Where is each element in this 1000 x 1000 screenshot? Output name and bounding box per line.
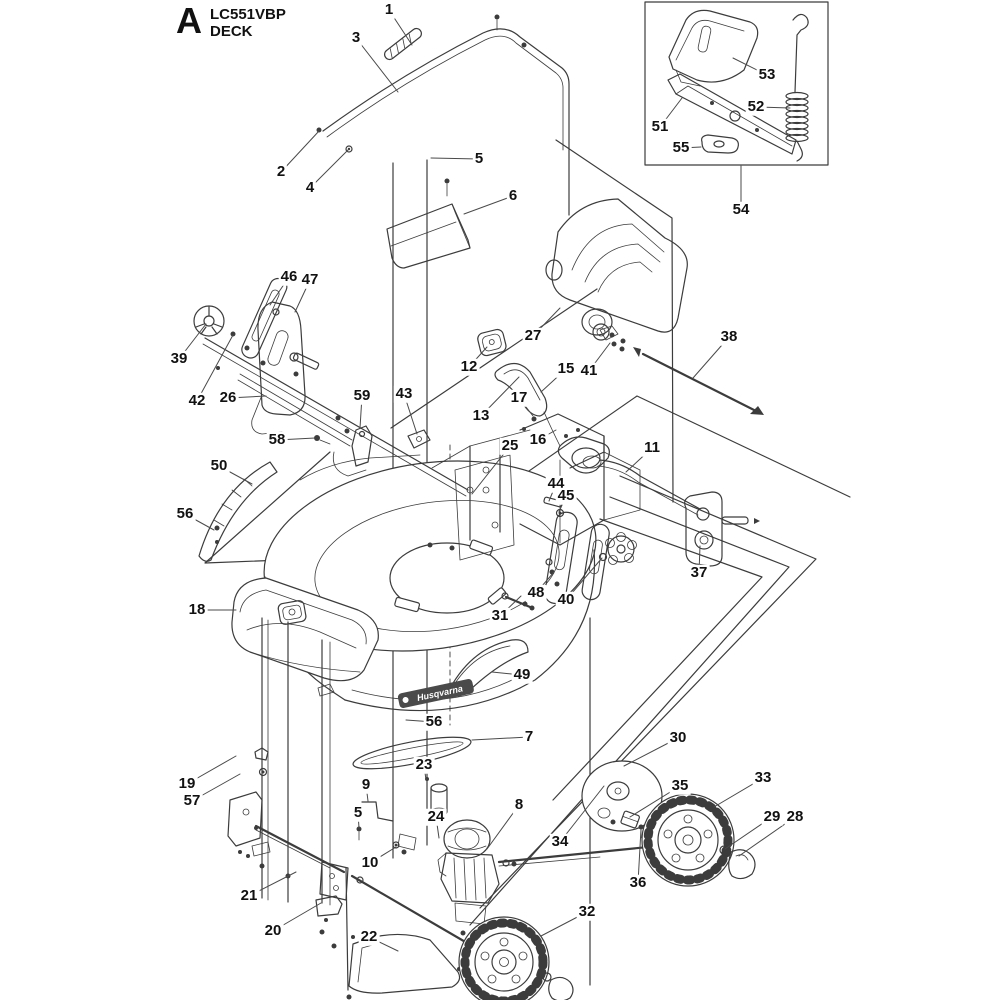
husqvarna-badge-icon xyxy=(277,600,307,625)
part-callout-5: 5 xyxy=(351,803,365,822)
blade xyxy=(667,73,797,155)
title-block: A LC551VBP DECK xyxy=(176,0,286,41)
part-callout-47: 47 xyxy=(299,270,321,289)
part-callout-51: 51 xyxy=(649,117,671,136)
leader-line-34 xyxy=(559,785,605,843)
lower-handle-tubes xyxy=(227,617,488,956)
part-callout-36: 36 xyxy=(627,873,649,892)
leader-line-42 xyxy=(196,334,234,402)
mulch-plug xyxy=(668,9,759,87)
upper-handle xyxy=(316,14,570,216)
part-callout-28: 28 xyxy=(784,807,806,826)
part-callout-15: 15 xyxy=(555,359,577,378)
leader-line-2 xyxy=(280,130,320,173)
gearbox xyxy=(437,819,660,950)
part-callout-25: 25 xyxy=(499,436,521,455)
part-callout-33: 33 xyxy=(752,768,774,787)
part-callout-29: 29 xyxy=(761,807,783,826)
model-number: LC551VBP xyxy=(210,6,286,23)
spring xyxy=(785,13,809,162)
part-callout-21: 21 xyxy=(238,886,260,905)
part-callout-58: 58 xyxy=(266,430,288,449)
part-callout-11: 11 xyxy=(642,438,662,457)
handle-brackets xyxy=(314,425,431,477)
handle-pin xyxy=(384,27,422,61)
part-callout-6: 6 xyxy=(506,186,520,205)
part-callout-52: 52 xyxy=(745,97,767,116)
control-rod xyxy=(581,308,764,415)
leader-line-5 xyxy=(430,157,480,160)
axle-bracket xyxy=(684,491,760,567)
part-callout-56: 56 xyxy=(423,712,445,731)
part-callout-18: 18 xyxy=(186,600,208,619)
part-callout-31: 31 xyxy=(489,606,511,625)
leader-line-6 xyxy=(463,195,514,215)
front-cover xyxy=(231,577,379,682)
part-callout-8: 8 xyxy=(512,795,526,814)
part-callout-55: 55 xyxy=(670,138,692,157)
part-callout-7: 7 xyxy=(522,727,536,746)
section-letter: A xyxy=(176,0,202,41)
rear-cover xyxy=(545,198,688,352)
part-callout-10: 10 xyxy=(359,853,381,872)
part-callout-43: 43 xyxy=(393,384,415,403)
section-name: DECK xyxy=(210,23,253,40)
part-callout-38: 38 xyxy=(718,327,740,346)
inset-detail-box xyxy=(644,1,829,166)
leader-line-7 xyxy=(471,736,530,741)
part-callout-13: 13 xyxy=(470,406,492,425)
part-callout-37: 37 xyxy=(688,563,710,582)
part-callout-46: 46 xyxy=(278,267,300,286)
discharge-guard xyxy=(386,178,471,269)
part-callout-22: 22 xyxy=(358,927,380,946)
part-callout-1: 1 xyxy=(382,0,396,19)
part-callout-59: 59 xyxy=(351,386,373,405)
rear-wheel xyxy=(641,793,756,887)
part-callout-17: 17 xyxy=(508,388,530,407)
part-callout-2: 2 xyxy=(274,162,288,181)
front-wheel xyxy=(458,916,574,1000)
part-callout-35: 35 xyxy=(669,776,691,795)
key-badge xyxy=(477,328,507,357)
part-callout-26: 26 xyxy=(217,388,239,407)
part-callout-3: 3 xyxy=(349,28,363,47)
part-callout-49: 49 xyxy=(511,665,533,684)
blade-adapter-plate xyxy=(701,134,739,154)
drive-belt xyxy=(352,736,472,770)
part-callout-45: 45 xyxy=(555,486,577,505)
part-callout-32: 32 xyxy=(576,902,598,921)
part-callout-50: 50 xyxy=(208,456,230,475)
part-callout-19: 19 xyxy=(176,774,198,793)
part-callout-42: 42 xyxy=(186,391,208,410)
leader-line-4 xyxy=(309,148,350,189)
part-callout-56: 56 xyxy=(174,504,196,523)
part-callout-54: 54 xyxy=(730,200,752,219)
leader-line-3 xyxy=(355,37,399,93)
part-callout-12: 12 xyxy=(458,357,480,376)
part-callout-48: 48 xyxy=(525,583,547,602)
part-callout-39: 39 xyxy=(168,349,190,368)
part-callout-27: 27 xyxy=(522,326,544,345)
drive-disc xyxy=(581,760,663,839)
part-callout-41: 41 xyxy=(578,361,600,380)
part-callout-23: 23 xyxy=(413,755,435,774)
leader-line-36 xyxy=(637,828,642,884)
part-callout-24: 24 xyxy=(425,807,447,826)
part-callout-16: 16 xyxy=(527,430,549,449)
part-callout-57: 57 xyxy=(181,791,203,810)
brake-lever-linkage xyxy=(494,362,701,516)
part-callout-40: 40 xyxy=(555,590,577,609)
part-callout-9: 9 xyxy=(359,775,373,794)
part-callout-53: 53 xyxy=(756,65,778,84)
part-callout-5: 5 xyxy=(472,149,486,168)
part-callout-20: 20 xyxy=(262,921,284,940)
part-callout-34: 34 xyxy=(549,832,571,851)
part-callout-30: 30 xyxy=(667,728,689,747)
part-callout-4: 4 xyxy=(303,178,317,197)
